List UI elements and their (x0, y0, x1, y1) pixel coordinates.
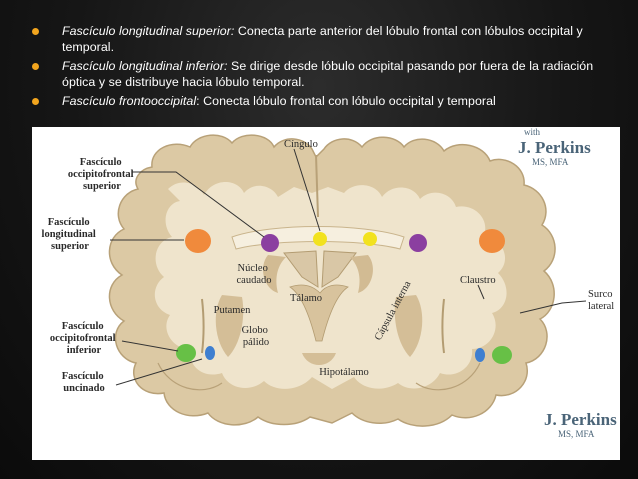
label-putamen: Putamen (214, 305, 251, 316)
fasciculus-longitudinal-superior-left (185, 229, 211, 253)
label-talamo: Tálamo (290, 293, 322, 304)
fasciculus-occipitofrontal-inferior-left (176, 344, 196, 362)
bullet-list: Fascículo longitudinal superior: Conecta… (26, 24, 626, 114)
fasciculus-longitudinal-superior-right (479, 229, 505, 253)
label-nucleo-caudado: Núcleo caudado (237, 263, 272, 286)
cingulum-left (313, 232, 327, 246)
bullet-item-longitudinal-inferior: Fascículo longitudinal inferior: Se diri… (26, 59, 626, 90)
brain-coronal-figure: Fascículo occipitofrontal superior Fascí… (32, 127, 620, 460)
fasciculus-occipitofrontal-superior-right (409, 234, 427, 252)
bullet-item-frontooccipital: Fascículo frontooccipital: Conecta lóbul… (26, 94, 626, 110)
cingulum-right (363, 232, 377, 246)
signature-name-top: J. Perkins (518, 138, 591, 157)
signature-credentials-top: MS, MFA (532, 157, 569, 167)
fasciculus-uncinate-right (475, 348, 485, 362)
bullet-text: : Conecta lóbulo frontal con lóbulo occi… (196, 94, 496, 108)
label-cingulo: Cíngulo (284, 139, 318, 150)
signature-with-top: with (524, 127, 541, 137)
bullet-term: Fascículo longitudinal superior: (62, 24, 234, 38)
bullet-item-longitudinal-superior: Fascículo longitudinal superior: Conecta… (26, 24, 626, 55)
label-occipitofrontal-inferior: Fascículo occipitofrontal inferior (50, 321, 118, 356)
bullet-icon (32, 98, 39, 105)
signature-credentials-bottom: MS, MFA (558, 429, 595, 439)
fasciculus-occipitofrontal-inferior-right (492, 346, 512, 364)
label-occipitofrontal-superior: Fascículo occipitofrontal superior (68, 157, 136, 192)
bullet-term: Fascículo longitudinal inferior: (62, 59, 228, 73)
label-claustro: Claustro (460, 275, 496, 286)
label-globo-palido: Globo pálido (242, 325, 271, 348)
bullet-term: Fascículo frontooccipital (62, 94, 196, 108)
brain-coronal-illustration: Fascículo occipitofrontal superior Fascí… (32, 127, 620, 460)
label-hipotalamo: Hipotálamo (319, 367, 369, 378)
label-longitudinal-superior: Fascículo longitudinal superior (42, 217, 99, 252)
bullet-icon (32, 28, 39, 35)
fasciculus-uncinate-left (205, 346, 215, 360)
label-surco-lateral: Surco lateral (588, 289, 615, 312)
bullet-icon (32, 63, 39, 70)
label-uncinado: Fascículo uncinado (62, 371, 107, 394)
signature-name-bottom: J. Perkins (544, 410, 617, 429)
